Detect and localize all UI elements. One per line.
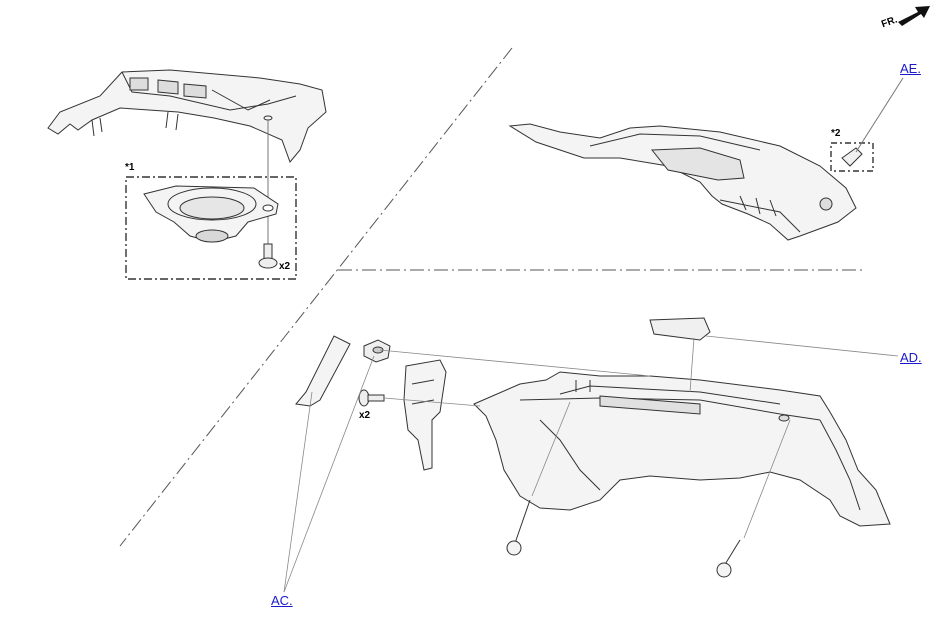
marker-star1: *1 xyxy=(125,162,135,173)
callout-leader-ae xyxy=(855,77,904,153)
section-divider-lines xyxy=(119,47,862,547)
bracket-screw-qty: x2 xyxy=(359,410,371,421)
lid-panel xyxy=(295,335,351,407)
guide-lines xyxy=(283,335,899,593)
speaker-screw-icon xyxy=(258,243,278,269)
pin-right xyxy=(716,539,741,578)
bracket-screw-icon xyxy=(358,389,385,407)
front-indicator-label: FR. xyxy=(880,14,899,31)
front-arrow-icon xyxy=(898,6,930,26)
connector-part xyxy=(841,147,863,167)
upper-panel-cover xyxy=(47,69,327,163)
sensor-part xyxy=(649,317,711,341)
front-indicator: FR. xyxy=(880,6,940,40)
glove-box-housing xyxy=(473,371,891,527)
clip-part xyxy=(363,339,391,363)
diagonal-divider xyxy=(119,47,513,547)
connector-detail-box xyxy=(830,142,874,172)
marker-star2: *2 xyxy=(831,128,841,139)
lower-panel-assembly xyxy=(508,123,857,241)
pin-left xyxy=(506,499,531,556)
side-bracket xyxy=(403,359,447,471)
callout-ad-link[interactable]: AD. xyxy=(900,350,922,365)
callout-ac-link[interactable]: AC. xyxy=(271,593,293,608)
callout-ae-link[interactable]: AE. xyxy=(900,61,921,76)
speaker-screw-qty: x2 xyxy=(279,261,291,272)
speaker-assembly xyxy=(143,185,279,243)
speaker-detail-box xyxy=(125,176,297,280)
